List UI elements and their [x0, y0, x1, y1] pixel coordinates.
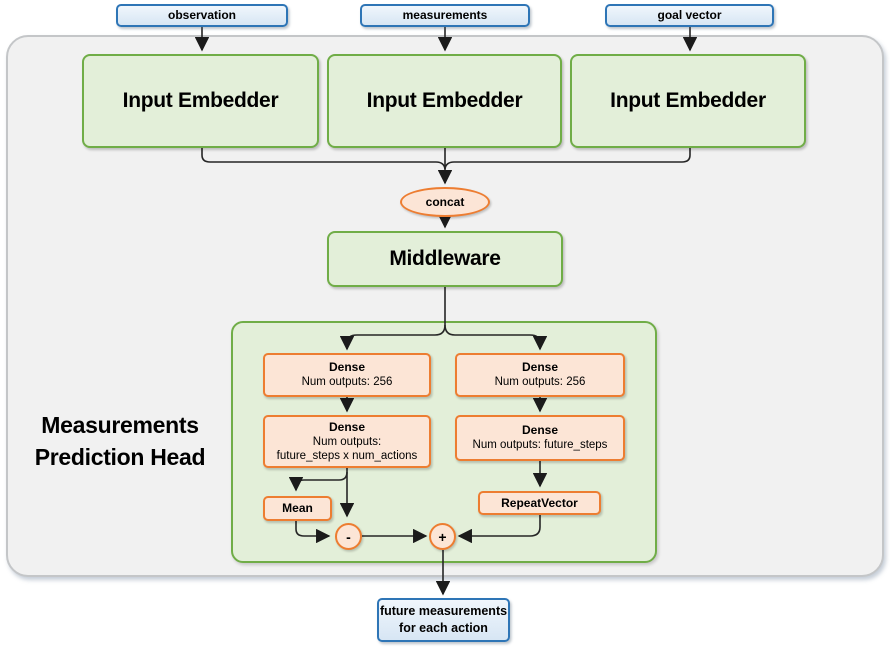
dense-title: Dense	[328, 360, 366, 375]
dense-title: Dense	[328, 419, 366, 434]
middleware-label: Middleware	[389, 246, 501, 270]
middleware-box: Middleware	[327, 231, 563, 287]
dense-num-outputs: Num outputs: future_steps	[472, 439, 608, 452]
dense-num-outputs: Num outputs:	[312, 435, 382, 448]
input-embedder-label: Input Embedder	[366, 88, 523, 112]
input-box-goal-vector: goal vector	[605, 4, 774, 27]
minus-operator: -	[335, 523, 362, 550]
dense-right-1: Dense Num outputs: 256	[455, 353, 625, 397]
head-title-line2: Prediction Head	[34, 444, 206, 470]
mean-label: Mean	[282, 501, 313, 515]
input-embedder-measurements: Input Embedder	[327, 54, 562, 148]
minus-label: -	[346, 528, 351, 545]
dense-num-outputs-detail: future_steps x num_actions	[276, 450, 418, 462]
output-line1: future measurements	[379, 604, 508, 619]
dense-left-1: Dense Num outputs: 256	[263, 353, 431, 397]
input-embedder-label: Input Embedder	[122, 88, 279, 112]
dense-num-outputs: Num outputs: 256	[494, 376, 586, 389]
head-title-line1: Measurements	[41, 412, 199, 438]
dense-title: Dense	[521, 360, 559, 375]
head-title: Measurements Prediction Head	[14, 409, 226, 473]
input-box-observation: observation	[116, 4, 288, 27]
dense-right-2: Dense Num outputs: future_steps	[455, 415, 625, 461]
observation-label: observation	[167, 8, 236, 22]
goal-vector-label: goal vector	[657, 8, 722, 22]
mean-box: Mean	[263, 496, 332, 521]
dense-title: Dense	[521, 423, 559, 438]
concat-label: concat	[425, 194, 465, 209]
repeat-vector-box: RepeatVector	[478, 491, 601, 515]
input-box-measurements: measurements	[360, 4, 530, 27]
plus-label: +	[438, 528, 447, 545]
input-embedder-observation: Input Embedder	[82, 54, 319, 148]
dense-num-outputs: Num outputs: 256	[301, 376, 393, 389]
output-box: future measurements for each action	[377, 598, 510, 642]
concat-node: concat	[400, 187, 490, 217]
input-embedder-label: Input Embedder	[610, 88, 766, 112]
measurements-label: measurements	[402, 8, 488, 22]
dense-left-2: Dense Num outputs: future_steps x num_ac…	[263, 415, 431, 468]
repeat-vector-label: RepeatVector	[501, 495, 578, 510]
output-line2: for each action	[399, 621, 488, 635]
plus-operator: +	[429, 523, 456, 550]
input-embedder-goal-vector: Input Embedder	[570, 54, 806, 148]
